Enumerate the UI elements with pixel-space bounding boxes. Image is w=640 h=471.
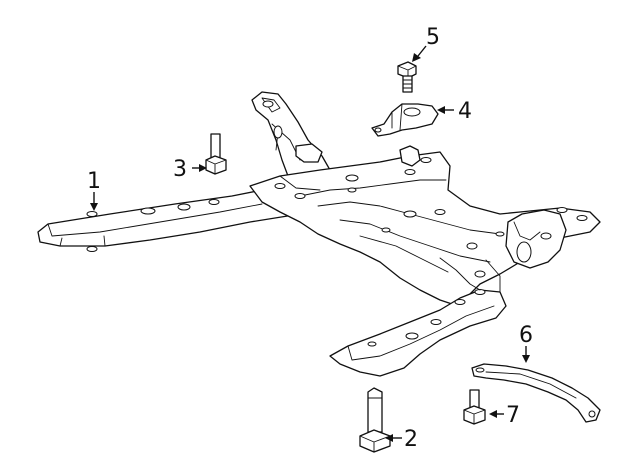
stay-brace xyxy=(471,363,601,423)
callout-labels: 1 2 3 4 5 6 7 xyxy=(87,25,533,452)
callout-4: 4 xyxy=(458,99,472,124)
callout-3: 3 xyxy=(173,157,187,182)
callout-1: 1 xyxy=(87,169,101,194)
callout-6: 6 xyxy=(519,323,533,348)
bolt-small-top xyxy=(397,61,417,93)
callout-2: 2 xyxy=(404,427,418,452)
bolt-long-bottom xyxy=(359,387,391,453)
callout-7: 7 xyxy=(506,403,520,428)
subframe-crossmember xyxy=(37,91,601,377)
callout-leaders xyxy=(90,45,530,442)
mount-bracket xyxy=(371,103,439,137)
callout-5: 5 xyxy=(426,25,440,50)
bolt-bottom-right xyxy=(463,389,486,425)
bolt-left xyxy=(205,133,227,175)
